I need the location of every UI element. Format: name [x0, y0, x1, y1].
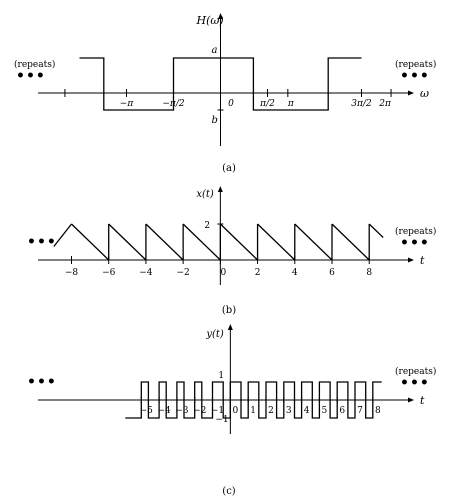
- repeats-right: (repeats): [395, 59, 436, 70]
- ellipsis-left: •••: [16, 68, 46, 84]
- x-axis-arrow: [217, 186, 223, 192]
- ellipsis-right: •••: [400, 235, 430, 251]
- sawtooth-segment: [53, 223, 73, 247]
- sawtooth-segment: [145, 223, 184, 261]
- x-tick-label: 4: [292, 268, 298, 278]
- x-tick-label: 0: [220, 268, 226, 278]
- sawtooth-segment: [219, 223, 259, 261]
- x-tick-label: 7: [357, 406, 363, 416]
- ellipsis-right: •••: [400, 375, 430, 391]
- sawtooth-segment: [331, 223, 370, 261]
- sawtooth-segment: [71, 223, 110, 261]
- x-tick-label: 6: [339, 406, 345, 416]
- y-axis-label: H(ω): [196, 14, 224, 27]
- sawtooth-segment: [368, 223, 384, 238]
- x-tick-label: 8: [375, 406, 381, 416]
- y-axis-label: x(t): [196, 189, 214, 200]
- x-tick-label: −1: [211, 406, 224, 416]
- x-tick-label: −6: [102, 268, 116, 278]
- ellipsis-right: •••: [400, 68, 430, 84]
- sawtooth-segment: [294, 223, 333, 261]
- x-tick-label: −3: [175, 406, 189, 416]
- x-tick-label: 0: [228, 99, 234, 109]
- x-tick-label: −π: [120, 99, 135, 109]
- caption: (b): [222, 305, 236, 316]
- x-tick-label: 3π/2: [351, 99, 372, 109]
- y-axis-arrow: [227, 324, 233, 330]
- level-label: b: [212, 115, 218, 126]
- x-tick-label: 4: [304, 406, 310, 416]
- ellipsis-left: •••: [27, 374, 57, 390]
- caption: (c): [222, 486, 236, 497]
- omega-axis-arrow: [408, 90, 414, 96]
- repeats-right: (repeats): [395, 226, 436, 237]
- x-tick-label: −4: [139, 268, 153, 278]
- x-tick-label: 8: [366, 268, 372, 278]
- x-tick-label: 2π: [378, 99, 392, 109]
- x-axis-label: t: [420, 394, 425, 407]
- x-tick-label: π/2: [259, 99, 275, 109]
- level-label: a: [212, 45, 218, 56]
- x-tick-label: −4: [157, 406, 171, 416]
- x-tick-label: 3: [286, 406, 292, 416]
- x-tick-label: 0: [232, 406, 238, 416]
- h-axis-arrow: [218, 13, 224, 19]
- x-tick-label: π: [287, 99, 295, 109]
- x-tick-label: 2: [255, 268, 261, 278]
- x-tick-label: −8: [65, 268, 79, 278]
- level-label: −1: [215, 415, 228, 425]
- x-tick-label: 5: [322, 406, 328, 416]
- x-axis-label: ω: [420, 87, 429, 100]
- t-axis-arrow: [408, 397, 414, 403]
- sawtooth-segment: [257, 223, 296, 261]
- t-axis-arrow: [408, 257, 414, 263]
- square-wave: [125, 381, 382, 419]
- x-tick-label: 6: [329, 268, 335, 278]
- sawtooth-segment: [108, 223, 147, 261]
- x-tick-label: −2: [176, 268, 189, 278]
- y-axis-label: y(t): [205, 329, 224, 340]
- level-label: 2: [204, 221, 210, 231]
- x-tick-label: −5: [140, 406, 154, 416]
- ellipsis-left: •••: [27, 234, 57, 250]
- sawtooth-segment: [182, 223, 221, 261]
- x-tick-label: 2: [268, 406, 274, 416]
- repeats-left: (repeats): [14, 59, 55, 70]
- caption: (a): [222, 163, 236, 174]
- x-tick-label: 1: [250, 406, 256, 416]
- level-label: 1: [218, 371, 224, 381]
- x-axis-label: t: [420, 254, 425, 267]
- h-signal: [79, 57, 362, 111]
- repeats-right: (repeats): [395, 366, 436, 377]
- x-tick-label: −2: [193, 406, 206, 416]
